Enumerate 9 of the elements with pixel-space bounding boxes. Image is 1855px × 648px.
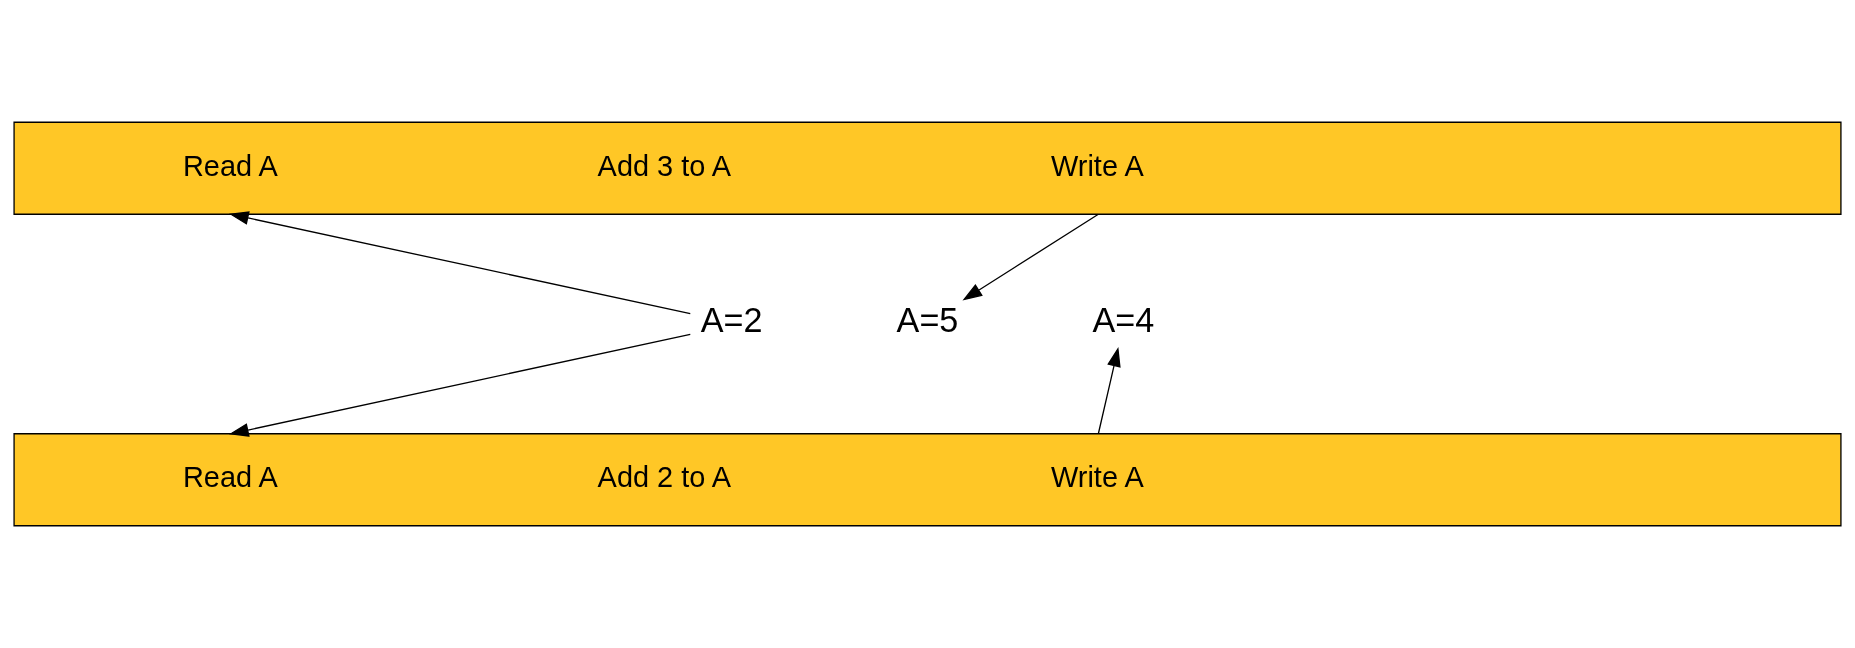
node-text: A=5 [896, 301, 959, 340]
arrow [1097, 346, 1121, 435]
node-box: Read A Add 2 to A Write A [13, 433, 1842, 527]
arrow [229, 211, 691, 315]
node-text: A=4 [1092, 301, 1155, 340]
node-box: Read A Add 3 to A Write A [13, 121, 1842, 215]
arrow [962, 213, 1099, 301]
arrow [229, 333, 691, 437]
node-text: A=2 [700, 301, 763, 340]
